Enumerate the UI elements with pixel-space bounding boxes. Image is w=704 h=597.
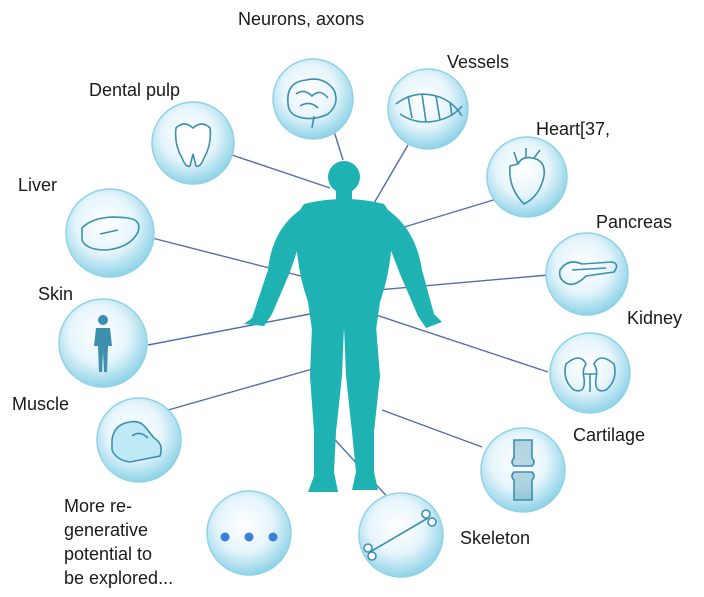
- label-vessels: Vessels: [447, 51, 509, 73]
- bubble-heart: [487, 137, 567, 217]
- label-kidney: Kidney: [627, 307, 682, 329]
- label-skin: Skin: [38, 283, 73, 305]
- figure-torso: [296, 199, 393, 330]
- label-dental-pulp: Dental pulp: [89, 79, 180, 101]
- label-liver: Liver: [18, 174, 57, 196]
- connector-cartilage: [382, 410, 482, 447]
- figure-head: [328, 161, 360, 193]
- bubble-neurons: [273, 59, 353, 139]
- bubble-skeleton: [359, 493, 443, 577]
- bubble-more: [207, 491, 291, 575]
- figure-right-arm: [388, 210, 442, 328]
- connector-skin: [148, 314, 310, 345]
- figure-left-arm: [244, 210, 300, 326]
- bubble-pancreas: [546, 233, 628, 315]
- connector-kidney: [355, 308, 548, 372]
- bubble-dental: [152, 102, 234, 184]
- bubble-heart-sphere: [487, 137, 567, 217]
- label-neurons-axons: Neurons, axons: [238, 8, 364, 30]
- label-pancreas: Pancreas: [596, 211, 672, 233]
- bubble-liver: [66, 189, 154, 277]
- label-muscle: Muscle: [12, 393, 69, 415]
- bubble-pancreas-sphere: [546, 233, 628, 315]
- figure-right-leg: [344, 326, 380, 490]
- label-more-regenerative: More re- generative potential to be expl…: [64, 494, 173, 590]
- bubble-cartilage: [481, 428, 565, 512]
- label-skeleton: Skeleton: [460, 527, 530, 549]
- bubble-liver-sphere: [66, 189, 154, 277]
- bubble-vessels: [388, 69, 468, 149]
- figure-left-leg: [308, 326, 344, 492]
- connector-vessels: [370, 145, 408, 210]
- bubble-skin: [59, 299, 147, 387]
- bubble-muscle: [97, 398, 181, 482]
- bubble-kidney-sphere: [550, 333, 630, 413]
- bubble-skeleton-sphere: [359, 493, 443, 577]
- connector-dental: [232, 155, 330, 188]
- bubble-kidney: [550, 333, 630, 413]
- label-cartilage: Cartilage: [573, 424, 645, 446]
- bubble-neurons-sphere: [273, 59, 353, 139]
- label-heart: Heart[37,: [536, 118, 610, 140]
